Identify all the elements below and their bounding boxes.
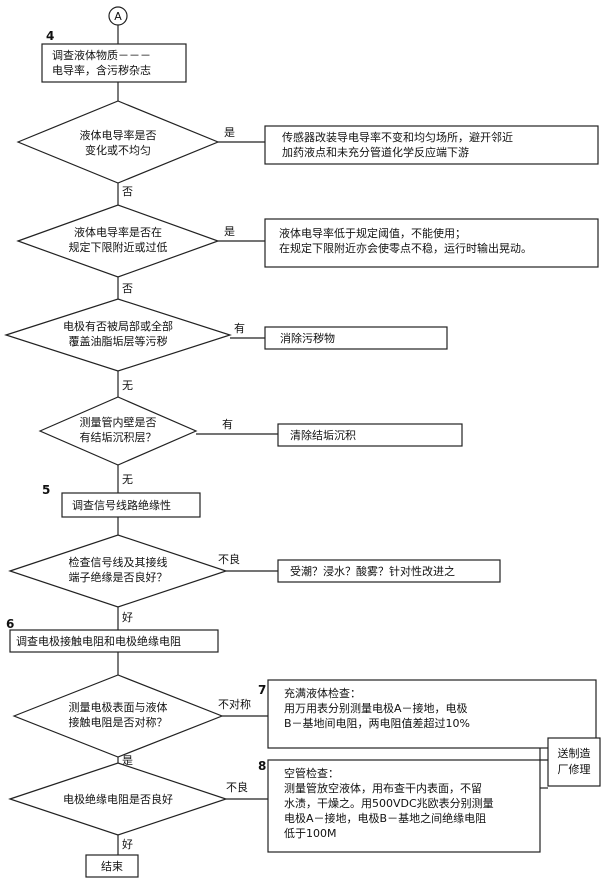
edge-label-d1-yes: 是	[224, 126, 235, 139]
edge-r7-to-factory	[539, 748, 548, 761]
result-full-liquid-check-line3: B－基地间电阻，两电阻值差超过10%	[284, 716, 470, 730]
decision-electrode-fouled-line1: 电极有否被局部或全部	[63, 319, 173, 333]
edge-label-d2-no: 否	[122, 282, 133, 295]
result-full-liquid-check	[267, 679, 597, 749]
process-signal-insulation-text: 调查信号线路绝缘性	[72, 498, 171, 512]
decision-pipe-scaled	[38, 396, 198, 466]
edge-label-d4-no: 无	[122, 473, 133, 486]
decision-conductivity-varies-line2: 变化或不均匀	[85, 143, 151, 157]
result-relocate-sensor-line2: 加药液点和未充分管道化学反应端下游	[282, 145, 469, 159]
result-full-liquid-check-line2: 用万用表分别测量电极A－接地，电极	[284, 701, 468, 715]
end-box-text: 结束	[101, 860, 123, 873]
result-relocate-sensor	[264, 125, 599, 165]
step-number-4: 4	[46, 29, 54, 43]
decision-conductivity-low-line1: 液体电导率是否在	[74, 225, 162, 239]
decision-pipe-scaled-line2: 有结垢沉积层？	[80, 430, 157, 444]
edge-label-d8-good: 好	[122, 837, 133, 851]
step-number-8: 8	[258, 759, 266, 773]
result-full-liquid-check-line1: 充满液体检查：	[284, 686, 361, 700]
result-factory-repair-line2: 厂修理	[558, 762, 591, 776]
edge-label-d8-bad: 不良	[226, 780, 248, 794]
result-empty-pipe-check-line1: 空管检查：	[284, 766, 339, 780]
process-electrode-resistance	[9, 629, 219, 653]
result-factory-repair	[547, 737, 601, 787]
decision-insulation-resistance-ok-text: 电极绝缘电阻是否良好	[63, 792, 173, 806]
decision-conductivity-varies-line1: 液体电导率是否	[80, 128, 157, 142]
connector-a-label: A	[114, 10, 122, 23]
result-empty-pipe-check-line2: 测量管放空液体，用布查干内表面，不留	[284, 781, 482, 795]
result-moisture-check	[277, 559, 501, 583]
result-empty-pipe-check-line3: 水渍，干燥之。用500VDC兆欧表分别测量	[284, 796, 494, 810]
result-remove-dirt-text: 消除污秽物	[280, 331, 335, 345]
result-empty-pipe-check	[267, 759, 541, 853]
result-conductivity-too-low	[264, 218, 599, 268]
decision-contact-resistance-symmetric-line2: 接触电阻是否对称？	[69, 715, 168, 729]
result-factory-repair-line1: 送制造	[558, 746, 591, 760]
decision-electrode-fouled-line2: 覆盖油脂垢层等污秽	[69, 334, 168, 348]
edge-label-d7-yes: 是	[122, 754, 133, 767]
decision-contact-resistance-symmetric-line1: 测量电极表面与液体	[69, 700, 168, 714]
decision-conductivity-low-line2: 规定下限附近或过低	[69, 240, 168, 254]
process-investigate-liquid-line2: 电导率，含污秽杂志	[52, 63, 151, 77]
decision-electrode-fouled	[4, 298, 232, 372]
step-number-6: 6	[6, 617, 14, 631]
edge-label-d2-yes: 是	[224, 225, 235, 238]
result-remove-scale	[277, 423, 463, 447]
result-moisture-check-text: 受潮？浸水？酸雾？针对性改进之	[290, 564, 455, 578]
result-remove-dirt	[264, 326, 448, 350]
edge-label-d7-asym: 不对称	[218, 697, 251, 711]
process-electrode-resistance-text: 调查电极接触电阻和电极绝缘电阻	[16, 634, 181, 648]
result-empty-pipe-check-line4: 电极A－接地，电极B－基地之间绝缘电阻	[284, 811, 486, 825]
result-remove-scale-text: 清除结垢沉积	[290, 428, 356, 442]
step-number-7: 7	[258, 683, 266, 697]
result-conductivity-too-low-line1: 液体电导率低于规定阈值，不能使用；	[279, 226, 466, 240]
edge-label-d3-no: 无	[122, 379, 133, 392]
edge-label-d4-yes: 有	[222, 417, 233, 431]
step-number-5: 5	[42, 483, 50, 497]
result-conductivity-too-low-line2: 在规定下限附近亦会使零点不稳，运行时输出晃动。	[279, 241, 532, 255]
edge-label-d5-good: 好	[122, 610, 133, 624]
edge-label-d3-yes: 有	[234, 321, 245, 335]
result-empty-pipe-check-line5: 低于100M	[284, 827, 337, 840]
process-signal-insulation	[61, 492, 201, 518]
end-box	[85, 854, 139, 878]
process-investigate-liquid-line1: 调查液体物质－－－	[52, 48, 151, 62]
decision-conductivity-varies	[16, 100, 220, 184]
process-investigate-liquid	[41, 43, 187, 83]
decision-signal-insulation-ok-line2: 端子绝缘是否良好？	[69, 570, 168, 584]
decision-pipe-scaled-line1: 测量管内壁是否	[80, 415, 157, 429]
edge-label-d1-no: 否	[122, 185, 133, 198]
result-relocate-sensor-line1: 传感器改装导电导率不变和均匀场所，避开邻近	[282, 130, 513, 144]
decision-signal-insulation-ok-line1: 检查信号线及其接线	[69, 555, 168, 569]
edge-label-d5-bad: 不良	[218, 552, 240, 566]
